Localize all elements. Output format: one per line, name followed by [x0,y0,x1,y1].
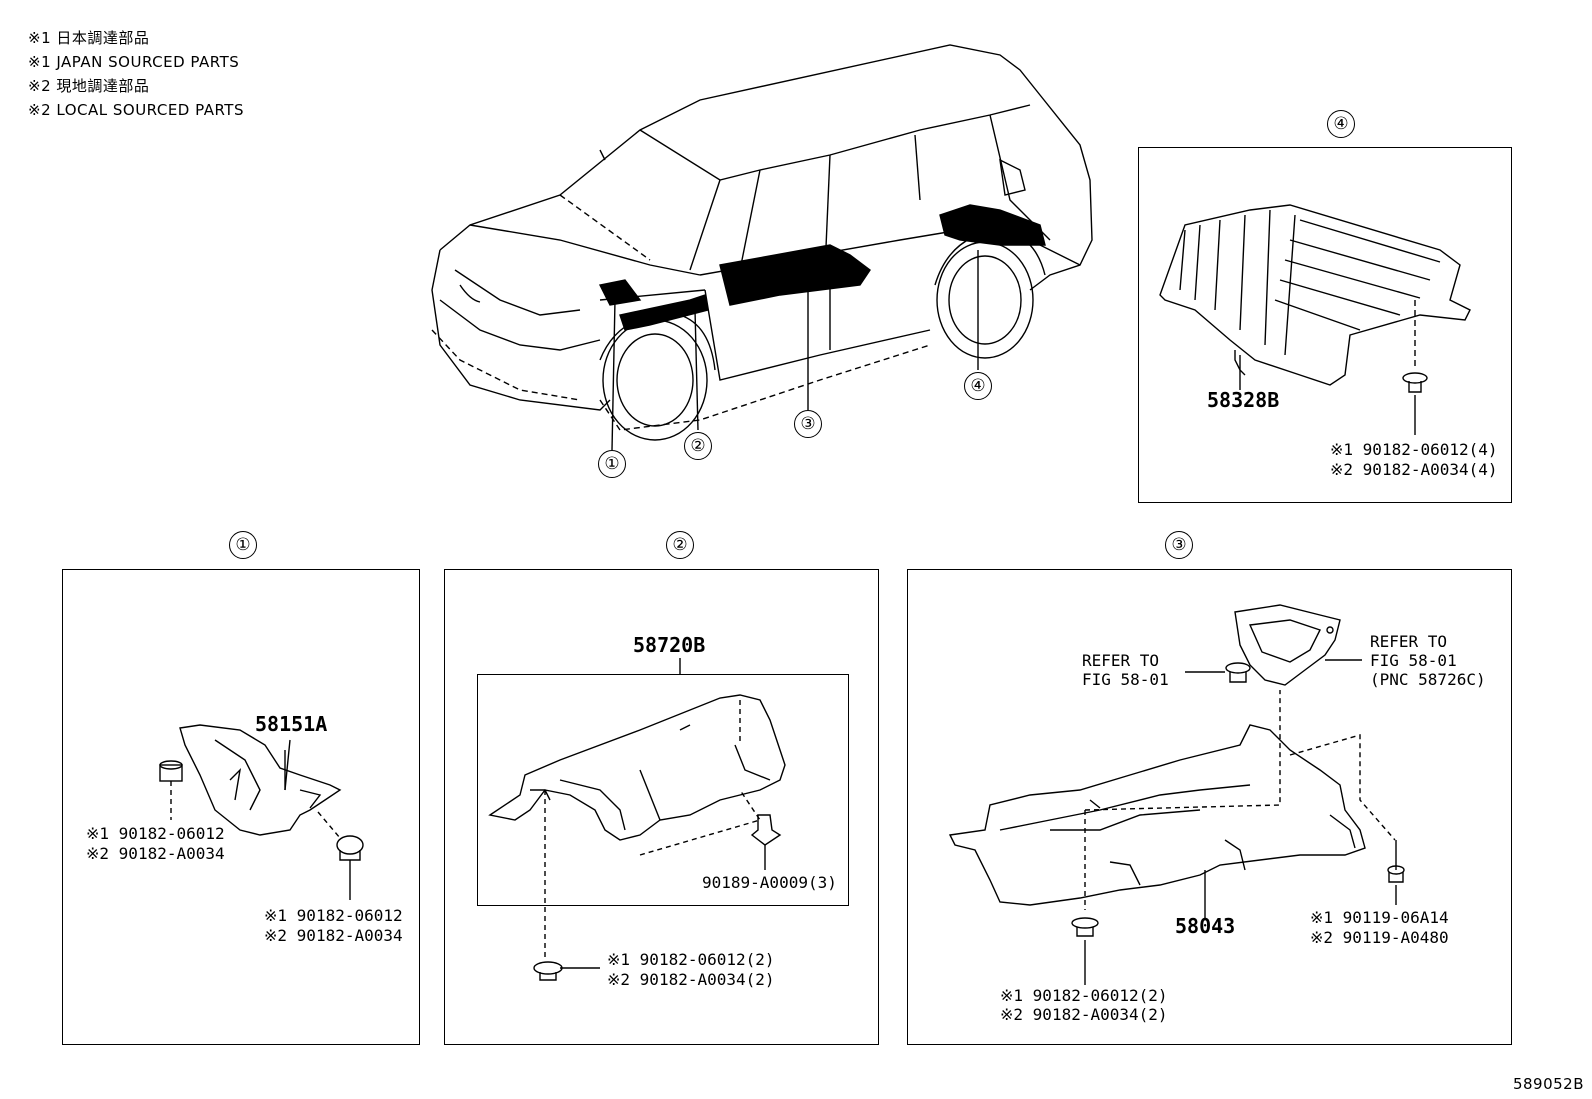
panel2-fastener-local: ※2 90182-A0034(2) [607,970,775,989]
panel4-title: ④ [1327,110,1355,138]
fastener-nut-panel4 [1402,372,1428,393]
insulator-58043-drawing [948,690,1396,910]
refer-right-line-3: (PNC 58726C) [1370,670,1486,689]
sourcing-legend: ※1 日本調達部品 ※1 JAPAN SOURCED PARTS ※2 現地調達… [28,26,244,122]
legend-line-2: ※1 JAPAN SOURCED PARTS [28,53,240,71]
fastener-nut-panel3-top [1225,662,1251,683]
panel3-title: ③ [1165,531,1193,559]
callout-3: ③ [794,410,822,438]
callout-1: ① [598,450,626,478]
panel-2-subassembly-frame [477,674,849,906]
fastener-nut-panel1-right [317,811,364,900]
refer-left-line-2: FIG 58-01 [1082,670,1169,689]
panel4-fastener-japan: ※1 90182-06012(4) [1330,440,1498,459]
part-number-58151a: 58151A [255,712,328,736]
vehicle-highlighted-parts [598,204,1046,331]
part-number-58043: 58043 [1175,914,1236,938]
panel1-right-fastener-local: ※2 90182-A0034 [264,926,403,945]
bolt-japan-label: ※1 90119-06A14 [1310,908,1449,927]
figure-number: 589052B [1512,1075,1584,1093]
fastener-nut-panel3-bottom [1071,917,1099,937]
fastener-nut-panel1-left [159,760,183,820]
panel3-fastener-japan: ※1 90182-06012(2) [1000,986,1168,1005]
panel-1-frame [62,569,420,1045]
bracket-58726c-drawing [1234,604,1341,686]
vehicle-callout-leaders [611,250,979,451]
leader-58151a [284,739,291,791]
bolt-local-label: ※2 90119-A0480 [1310,928,1449,947]
panel3-fastener-local: ※2 90182-A0034(2) [1000,1005,1168,1024]
callout-4: ④ [964,372,992,400]
clip-90189-drawing [750,814,782,846]
panel1-title: ① [229,531,257,559]
panel-4-frame [1138,147,1512,503]
legend-line-3: ※2 現地調達部品 [28,77,150,95]
part-number-58720b: 58720B [633,633,706,657]
legend-line-1: ※1 日本調達部品 [28,29,150,47]
panel1-left-fastener-japan: ※1 90182-06012 [86,824,225,843]
part-number-58328b: 58328B [1207,388,1280,412]
panel2-fastener-japan: ※1 90182-06012(2) [607,950,775,969]
panel2-title: ② [666,531,694,559]
panel-2-frame [444,569,879,1045]
refer-right-line-2: FIG 58-01 [1370,651,1457,670]
clip-90189-label: 90189-A0009(3) [702,873,837,892]
callout-2: ② [684,432,712,460]
panel1-right-fastener-japan: ※1 90182-06012 [264,906,403,925]
insulator-58328b-drawing [1159,204,1471,386]
panel1-left-fastener-local: ※2 90182-A0034 [86,844,225,863]
refer-right-line-1: REFER TO [1370,632,1448,651]
panel4-fastener-local: ※2 90182-A0034(4) [1330,460,1498,479]
bolt-90119-drawing [1387,840,1405,883]
refer-left-line-1: REFER TO [1082,651,1160,670]
panel-3-frame [907,569,1512,1045]
legend-line-4: ※2 LOCAL SOURCED PARTS [28,101,244,119]
insulator-58720b-drawing [488,694,786,960]
